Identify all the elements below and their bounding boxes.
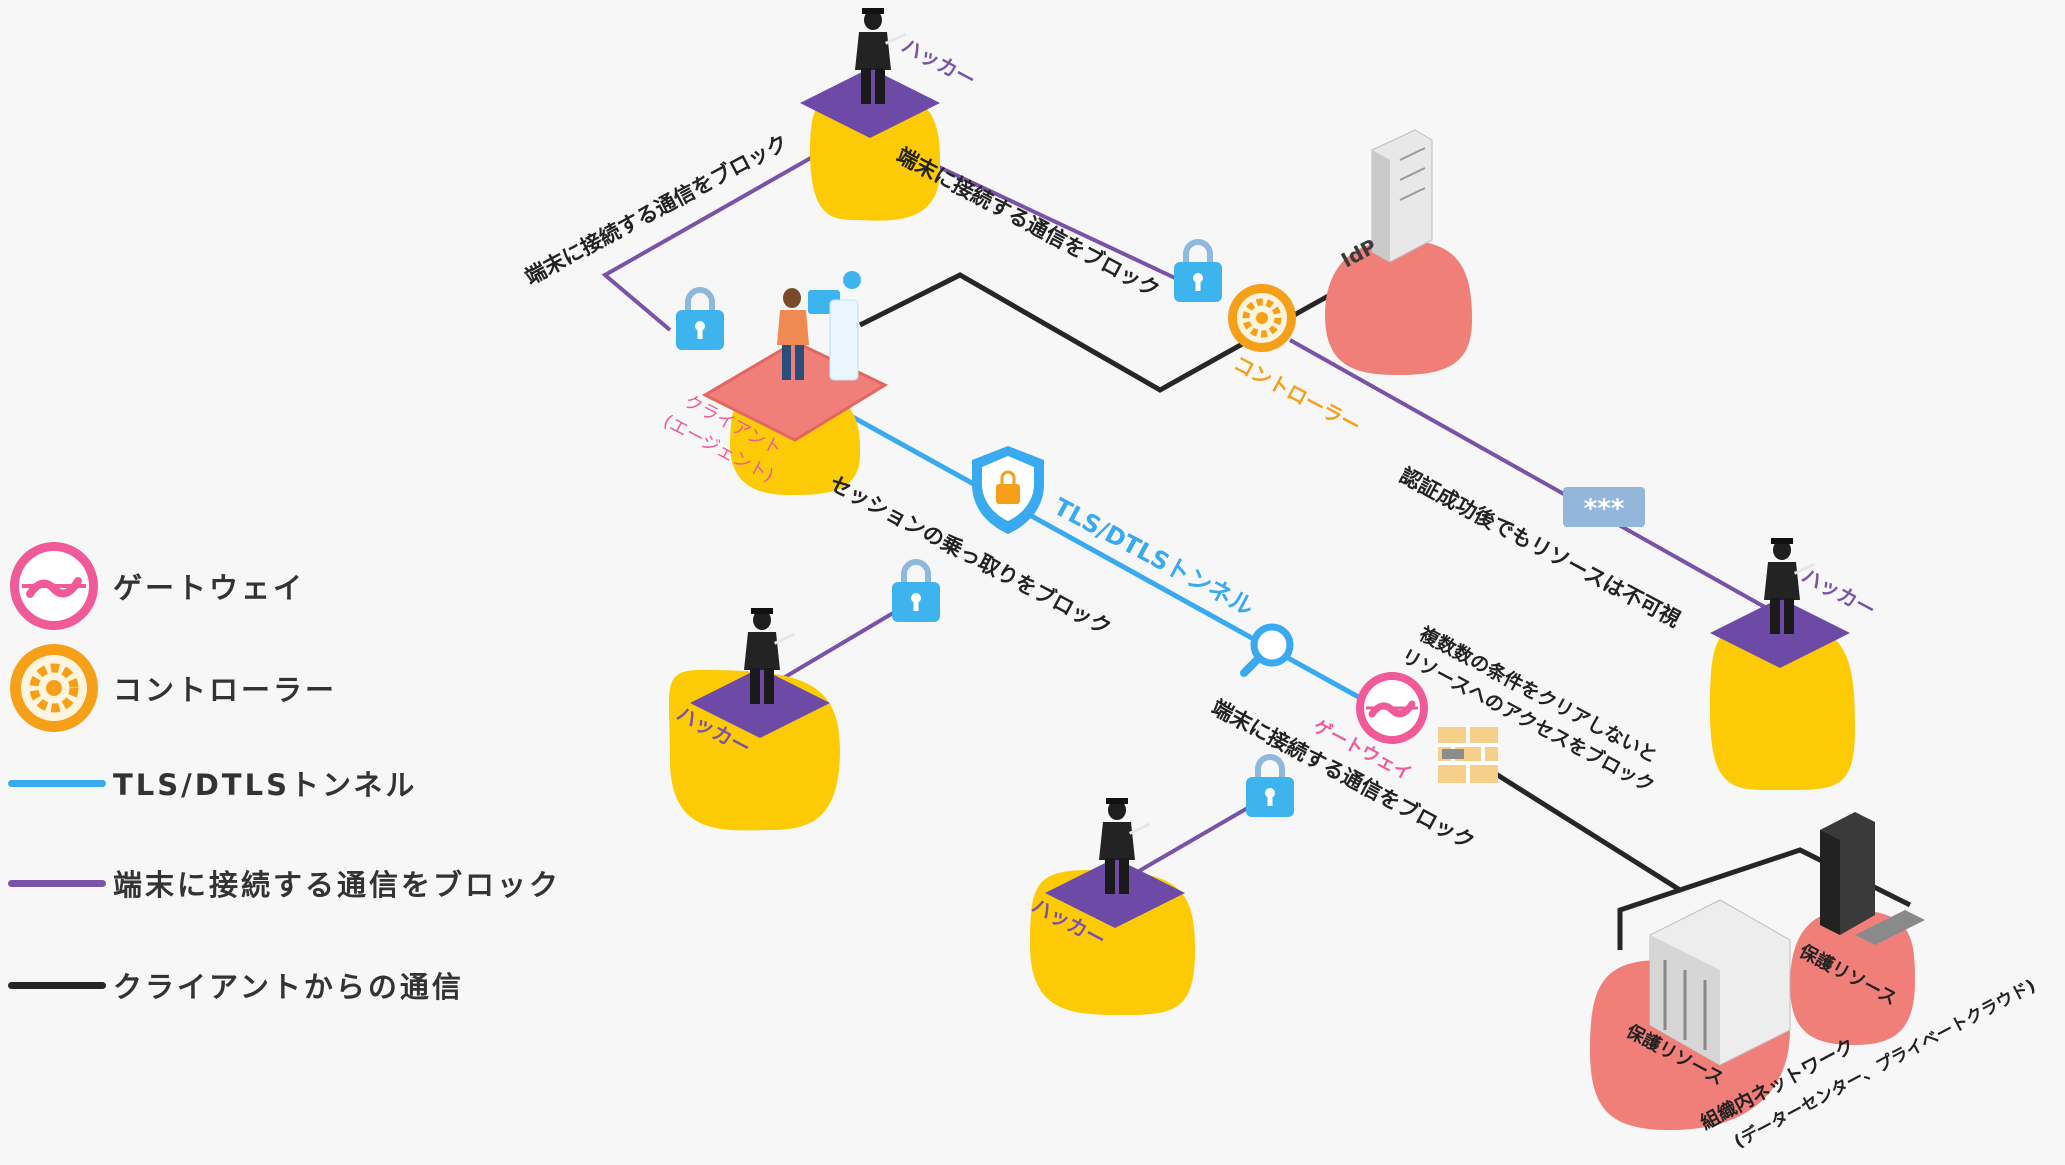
firewall-icon <box>1438 727 1498 783</box>
legend-row-gateway: ゲートウェイ <box>8 540 305 632</box>
block-legend-line <box>8 879 106 887</box>
idp-server-icon <box>1371 129 1433 263</box>
gateway-legend-icon <box>10 542 98 630</box>
client-comm-legend-line <box>8 981 106 989</box>
legend-label-gateway: ゲートウェイ <box>113 571 306 605</box>
blob-resource-rack <box>1790 910 1915 1045</box>
legend-label-tunnel: TLS/DTLSトンネル <box>113 768 418 802</box>
legend-label-client-comm: クライアントからの通信 <box>113 970 464 1004</box>
block-line-auth <box>1289 338 1771 612</box>
tunnel-legend-line <box>8 779 106 787</box>
blob-hacker-right <box>1710 620 1855 791</box>
gateway-icon <box>1356 672 1428 744</box>
password-mask-text: *** <box>1584 494 1625 524</box>
shield-lock-icon <box>972 446 1044 534</box>
legend-row-block: 端末に接続する通信をブロック <box>8 862 561 904</box>
block-line-bottom <box>1113 793 1272 887</box>
lock-icon-top-mid <box>1174 242 1222 302</box>
legend-label-block: 端末に接続する通信をブロック <box>113 868 562 902</box>
legend-label-controller: コントローラー <box>113 673 338 707</box>
blob-idp <box>1325 240 1472 375</box>
resource-rack-icon <box>1820 812 1925 945</box>
block-label-top-mid: 端末に接続する通信をブロック <box>893 143 1164 302</box>
controller-label: コントローラー <box>1230 351 1365 438</box>
client-line-rack-branch <box>1617 887 1681 950</box>
legend-row-client-comm: クライアントからの通信 <box>8 964 464 1006</box>
legend-row-controller: コントローラー <box>8 642 337 734</box>
password-field-icon: *** <box>1563 487 1645 527</box>
lock-icon-top-left <box>676 290 724 350</box>
block-line-top-left <box>601 128 861 332</box>
multi-condition-label-2: リソースへのアクセスをブロック <box>1398 644 1659 797</box>
hacker-label-top: ハッカー <box>898 33 980 92</box>
block-label-top-left: 端末に接続する通信をブロック <box>521 130 792 289</box>
client-person-icon <box>777 271 861 381</box>
block-label-bottom: 端末に接続する通信をブロック <box>1208 695 1479 854</box>
controller-gear-icon <box>1228 284 1296 352</box>
magnifier-icon <box>1240 623 1294 677</box>
resource-datacenter-icon <box>1649 899 1791 1066</box>
lock-icon-session <box>892 562 940 622</box>
legend-row-tunnel: TLS/DTLSトンネル <box>8 762 417 804</box>
gear-legend-icon <box>10 644 98 732</box>
legend: ゲートウェイ コントローラー TLS/DTLSトンネル 端末に接続する通信をブロ… <box>8 540 608 1040</box>
lock-icon-bottom <box>1246 757 1294 817</box>
tls-tunnel-line <box>838 407 1402 723</box>
